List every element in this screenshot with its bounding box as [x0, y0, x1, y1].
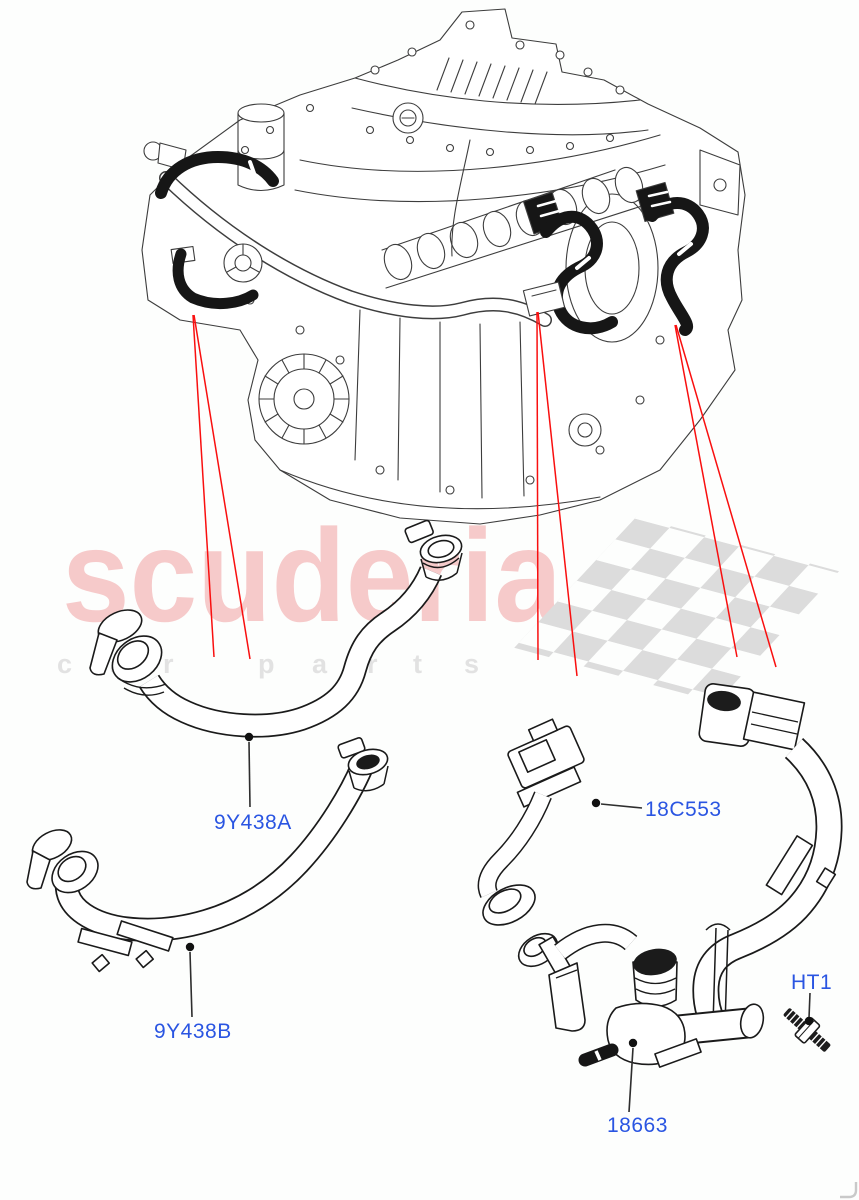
- hose-a-end-fitting: [111, 635, 167, 696]
- engine-illustration: [141, 8, 746, 525]
- leader-line: [808, 992, 811, 1019]
- hose-b-end-fitting: [51, 850, 99, 894]
- hose-b-top-clamp: [337, 737, 389, 792]
- quick-connector: [507, 718, 585, 808]
- hose-18663-drawing: [517, 923, 702, 1068]
- checkered-flag: [514, 516, 840, 703]
- intake-ports: [381, 166, 646, 289]
- callout-line: [192, 314, 215, 658]
- callout-dot: [628, 1038, 638, 1048]
- part-label-18663[interactable]: 18663: [607, 1114, 668, 1137]
- callout-line: [537, 311, 578, 677]
- big-right-hose: [656, 683, 843, 1048]
- callout-dot: [804, 1016, 814, 1026]
- part-label-ht1[interactable]: HT1: [791, 971, 832, 994]
- installed-hoses-right: [522, 181, 709, 336]
- watermark: scuderia c a r p a r t s: [57, 502, 840, 703]
- part-label-9y438a[interactable]: 9Y438A: [214, 811, 292, 834]
- leader-line: [628, 1047, 634, 1113]
- callout-dot: [185, 942, 195, 952]
- callout-dot: [591, 798, 601, 808]
- leader-line: [189, 951, 193, 1018]
- callout-line: [675, 324, 777, 668]
- callout-dot: [244, 732, 254, 742]
- part-label-9y438b[interactable]: 9Y438B: [154, 1020, 232, 1043]
- part-label-18c553[interactable]: 18C553: [645, 798, 722, 821]
- installed-hose-left-bottom: [172, 248, 259, 309]
- callout-line: [536, 311, 539, 661]
- callout-line: [674, 324, 738, 658]
- hose-b-mid-clamps: [77, 920, 174, 973]
- leader-line: [248, 741, 251, 808]
- callout-line: [193, 314, 251, 660]
- red-callout-lines: [192, 311, 777, 677]
- hose-9y438a-drawing: [89, 519, 463, 738]
- hose-a-clamp: [404, 519, 463, 581]
- leader-line: [600, 803, 643, 809]
- ht1-bolt-drawing: [783, 1008, 831, 1052]
- installed-hose-left-top: [155, 151, 279, 199]
- page-corner-mark: [840, 1182, 858, 1199]
- watermark-brand: scuderia: [62, 502, 563, 649]
- crank-pulley: [258, 353, 350, 445]
- callout-leaders: [185, 732, 814, 1113]
- hose-18c553-drawing: [477, 683, 843, 1048]
- hose-9y438b-drawing: [26, 737, 389, 973]
